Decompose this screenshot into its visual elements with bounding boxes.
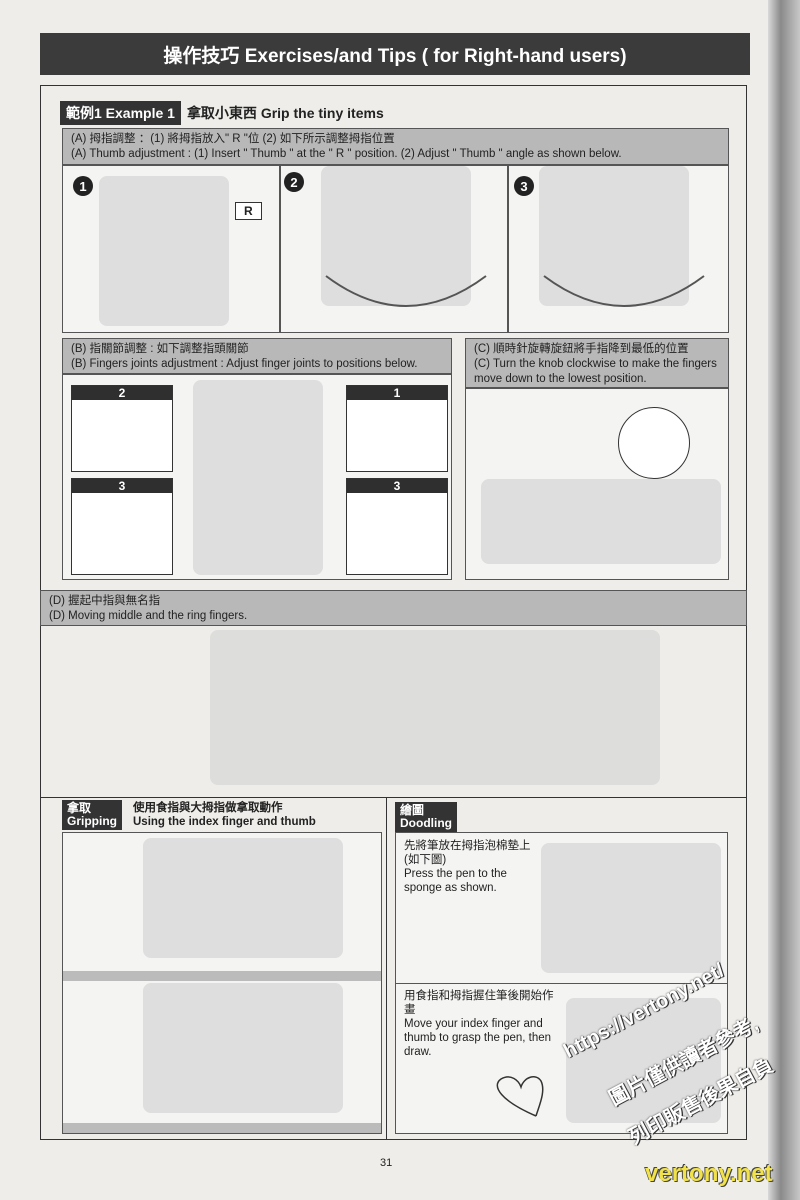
- page-number: 31: [380, 1157, 393, 1169]
- section-a-header: (A) 拇指調整 ：(1) 將拇指放入" R "位 (2) 如下所示調整拇指位置…: [62, 128, 729, 165]
- thumb-illustration: [321, 166, 471, 306]
- grip-closed-illustration: [143, 983, 343, 1113]
- divider: [386, 797, 387, 1140]
- example-badge: 範例1 Example 1: [60, 101, 181, 125]
- section-b-zh: (B) 指關節調整 : 如下調整指頭關節: [71, 343, 249, 355]
- r-position-label: R: [235, 202, 262, 220]
- doodling-step-1: 先將筆放在拇指泡棉墊上(如下圖)Press the pen to the spo…: [404, 840, 531, 894]
- angle-arc: [543, 275, 705, 307]
- step-number: 3: [514, 176, 534, 196]
- joint-detail-1: 1: [346, 385, 448, 472]
- page-title: 操作技巧 Exercises/and Tips ( for Right-hand…: [40, 33, 750, 75]
- step-2-panel: 2: [280, 165, 508, 333]
- thumb-illustration: [539, 166, 689, 306]
- hand-illustration: [99, 176, 229, 326]
- section-b-panel: 2 1 3 3: [62, 374, 452, 580]
- hand-joints-illustration: [193, 380, 323, 575]
- surface: [63, 1123, 381, 1133]
- section-b-en: (B) Fingers joints adjustment : Adjust f…: [71, 358, 418, 370]
- joint-detail-3-right: 3: [346, 478, 448, 575]
- step-number: 2: [284, 172, 304, 192]
- doodling-panel: 先將筆放在拇指泡棉墊上(如下圖)Press the pen to the spo…: [395, 832, 728, 1134]
- step-number: 1: [73, 176, 93, 196]
- example-title: 拿取小東西 Grip the tiny items: [186, 105, 384, 121]
- step-3-panel: 3: [508, 165, 729, 333]
- section-c-header: (C) 順時針旋轉旋鈕將手指降到最低的位置 (C) Turn the knob …: [465, 338, 729, 388]
- joint-detail-2: 2: [71, 385, 173, 472]
- knob-rotate-icon: [618, 407, 690, 479]
- section-a-zh: (A) 拇指調整 ：(1) 將拇指放入" R "位 (2) 如下所示調整拇指位置: [71, 133, 395, 145]
- section-a-en: (A) Thumb adjustment : (1) Insert " Thum…: [71, 148, 622, 160]
- section-d-header: (D) 握起中指與無名指 (D) Moving middle and the r…: [40, 590, 747, 626]
- divider: [396, 983, 727, 984]
- angle-arc: [325, 275, 487, 307]
- section-c-zh: (C) 順時針旋轉旋鈕將手指降到最低的位置: [474, 343, 689, 355]
- grip-open-illustration: [143, 838, 343, 958]
- pen-press-illustration: [541, 843, 721, 973]
- divider: [40, 797, 747, 798]
- heart-drawing: [496, 1076, 544, 1117]
- fingers-moving-illustration: [210, 630, 660, 785]
- watermark-site: vertony.net: [645, 1160, 773, 1187]
- section-d-en: (D) Moving middle and the ring fingers.: [49, 610, 248, 622]
- page-edge: [768, 0, 800, 1200]
- gripping-panel: [62, 832, 382, 1134]
- section-c-panel: [465, 388, 729, 580]
- surface: [63, 971, 381, 981]
- section-c-en: (C) Turn the knob clockwise to make the …: [474, 358, 717, 385]
- joint-detail-3-left: 3: [71, 478, 173, 575]
- section-b-header: (B) 指關節調整 : 如下調整指頭關節 (B) Fingers joints …: [62, 338, 452, 374]
- section-d-zh: (D) 握起中指與無名指: [49, 595, 161, 607]
- example-heading: 範例1 Example 1 拿取小東西 Grip the tiny items: [60, 101, 384, 125]
- fingers-illustration: [481, 479, 721, 564]
- pen-draw-illustration: [566, 998, 721, 1123]
- step-1-panel: 1 R: [62, 165, 280, 333]
